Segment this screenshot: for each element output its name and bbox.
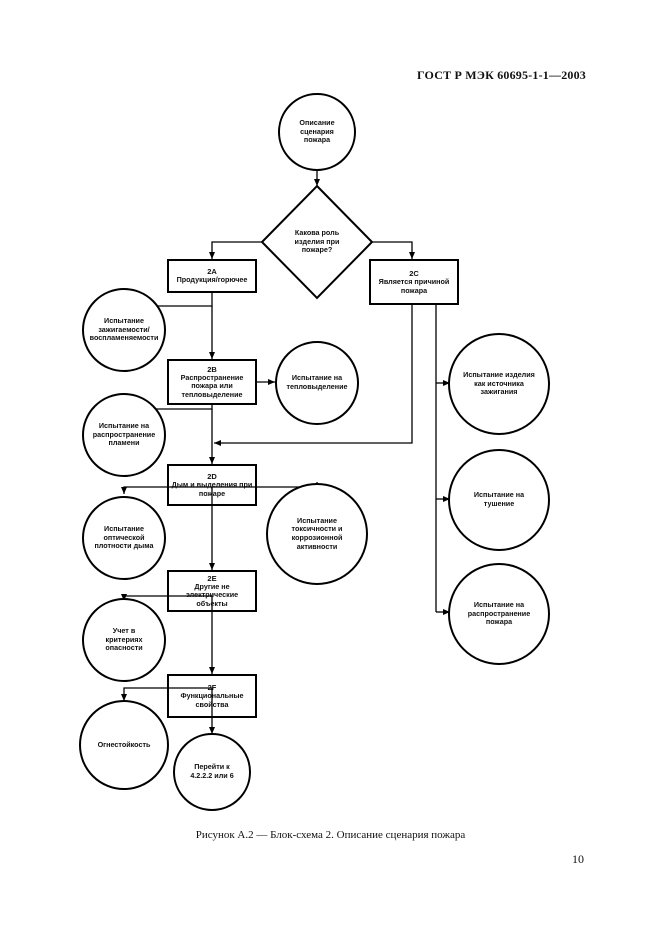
connector: [214, 304, 413, 446]
circle-goto: [173, 733, 251, 811]
box-2f-code: 2F: [207, 682, 217, 692]
circle-resistance: [79, 700, 169, 790]
box-2b-code: 2В: [207, 364, 217, 374]
circle-ignitability-label: Испытание зажигаемости/воспламеняемости: [89, 316, 159, 343]
circle-toxicity: [266, 483, 368, 585]
box-2d-label: 2D Дым и выделения при пожаре: [170, 467, 254, 503]
decision-diamond: [260, 184, 374, 300]
box-2c-text: Является причиной пожара: [378, 276, 450, 295]
box-2a: [167, 259, 257, 293]
document-header: ГОСТ Р МЭК 60695-1-1—2003: [417, 68, 586, 82]
circle-extinguish-label: Испытание на тушение: [473, 490, 525, 508]
circle-heat-release-label: Испытание на тепловыделение: [286, 373, 348, 391]
connector: [209, 241, 262, 259]
circle-smoke-density: [82, 496, 166, 580]
circle-fire-spread: [448, 563, 550, 665]
decision-label: Какова роль изделия при пожаре?: [294, 228, 340, 255]
connector: [121, 486, 213, 505]
box-2e-label: 2Е Другие не электрические объекты: [170, 573, 254, 609]
box-2f-text: Функциональные свойства: [180, 690, 244, 709]
circle-resistance-label: Огнестойкость: [97, 739, 151, 749]
circle-ignitability: [82, 288, 166, 372]
box-2f-label: 2F Функциональные свойства: [170, 677, 254, 715]
circle-ignition-source: [448, 333, 550, 435]
box-2d-text: Дым и выделения при пожаре: [171, 479, 253, 498]
circle-ignition-source-label: Испытание изделия как источника зажигани…: [463, 370, 535, 397]
circle-smoke-density-label: Испытание оптической плотности дыма: [94, 524, 154, 551]
page-number: 10: [572, 852, 584, 866]
connector: [372, 241, 415, 259]
connector: [121, 687, 213, 717]
box-2e-code: 2Е: [207, 573, 217, 583]
start-circle-label: Описание сценария пожара: [299, 118, 335, 145]
box-2c-code: 2С: [409, 268, 419, 278]
circle-heat-release: [275, 341, 359, 425]
circle-toxicity-label: Испытание токсичности и коррозионной акт…: [291, 515, 343, 551]
box-2a-code: 2А: [207, 267, 217, 277]
circle-goto-label: Перейти к 4.2.2.2 или 6: [190, 762, 234, 780]
box-2c-label: 2С Является причиной пожара: [372, 262, 456, 302]
circle-hazard: [82, 598, 166, 682]
box-2c: [369, 259, 459, 305]
box-2a-text: Продукция/горючее: [176, 275, 248, 285]
figure-caption: Рисунок А.2 — Блок-схема 2. Описание сце…: [195, 829, 466, 841]
box-2b-text: Распространение пожара или тепловыделени…: [180, 372, 244, 399]
circle-extinguish: [448, 449, 550, 551]
box-2d-code: 2D: [207, 471, 217, 481]
circle-flame-spread-label: Испытание на распространение пламени: [92, 421, 156, 448]
circle-hazard-label: Учет в критериях опасности: [105, 626, 143, 653]
circle-fire-spread-label: Испытание на распространение пожара: [467, 600, 531, 627]
box-2a-label: 2А Продукция/горючее: [170, 262, 254, 290]
box-2b-label: 2В Распространение пожара или тепловыдел…: [170, 362, 254, 402]
circle-flame-spread: [82, 393, 166, 477]
box-2e-text: Другие не электрические объекты: [185, 581, 239, 608]
